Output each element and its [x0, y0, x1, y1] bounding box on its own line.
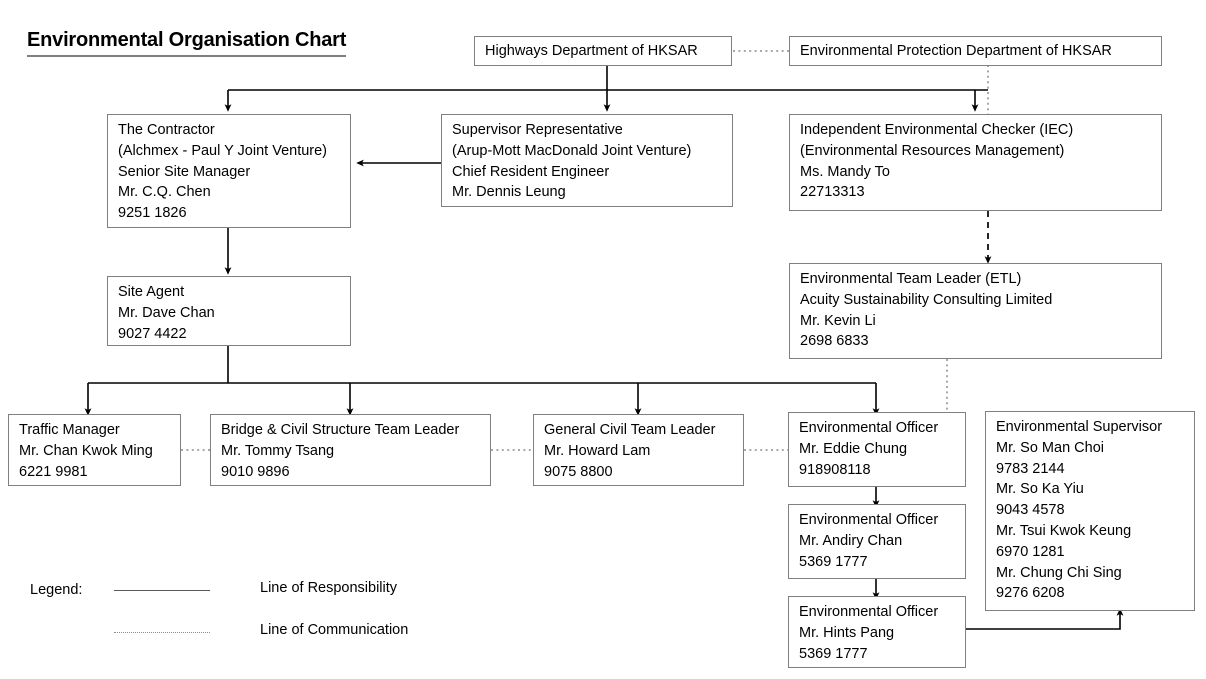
node-traffic-manager[interactable]: Traffic Manager Mr. Chan Kwok Ming 6221 … — [8, 414, 181, 486]
wire-siteagent-bus — [84, 346, 880, 416]
node-bridge-civil-structure-team-leader[interactable]: Bridge & Civil Structure Team Leader Mr.… — [210, 414, 491, 486]
node-supervisor-representative[interactable]: Supervisor Representative (Arup-Mott Mac… — [441, 114, 733, 207]
node-environmental-officer-eddie-chung[interactable]: Environmental Officer Mr. Eddie Chung 91… — [788, 412, 966, 487]
node-environmental-protection-department[interactable]: Environmental Protection Department of H… — [789, 36, 1162, 66]
node-environmental-supervisor[interactable]: Environmental Supervisor Mr. So Man Choi… — [985, 411, 1195, 611]
wire-eo3-supervisor — [966, 608, 1124, 630]
legend-responsibility-line-sample — [114, 590, 210, 591]
node-independent-environmental-checker[interactable]: Independent Environmental Checker (IEC) … — [789, 114, 1162, 211]
page-title: Environmental Organisation Chart — [27, 29, 346, 57]
node-environmental-officer-hints-pang[interactable]: Environmental Officer Mr. Hints Pang 536… — [788, 596, 966, 668]
node-highways-department[interactable]: Highways Department of HKSAR — [474, 36, 732, 66]
node-site-agent[interactable]: Site Agent Mr. Dave Chan 9027 4422 — [107, 276, 351, 346]
legend-communication-text: Line of Communication — [260, 622, 409, 638]
wire-highways-bus — [224, 65, 988, 112]
node-environmental-officer-andiry-chan[interactable]: Environmental Officer Mr. Andiry Chan 53… — [788, 504, 966, 579]
node-general-civil-team-leader[interactable]: General Civil Team Leader Mr. Howard Lam… — [533, 414, 744, 486]
legend-label: Legend: — [30, 582, 83, 598]
legend-communication-line-sample — [114, 632, 210, 633]
legend-responsibility-text: Line of Responsibility — [260, 580, 398, 596]
node-environmental-team-leader[interactable]: Environmental Team Leader (ETL) Acuity S… — [789, 263, 1162, 359]
node-the-contractor[interactable]: The Contractor (Alchmex - Paul Y Joint V… — [107, 114, 351, 228]
